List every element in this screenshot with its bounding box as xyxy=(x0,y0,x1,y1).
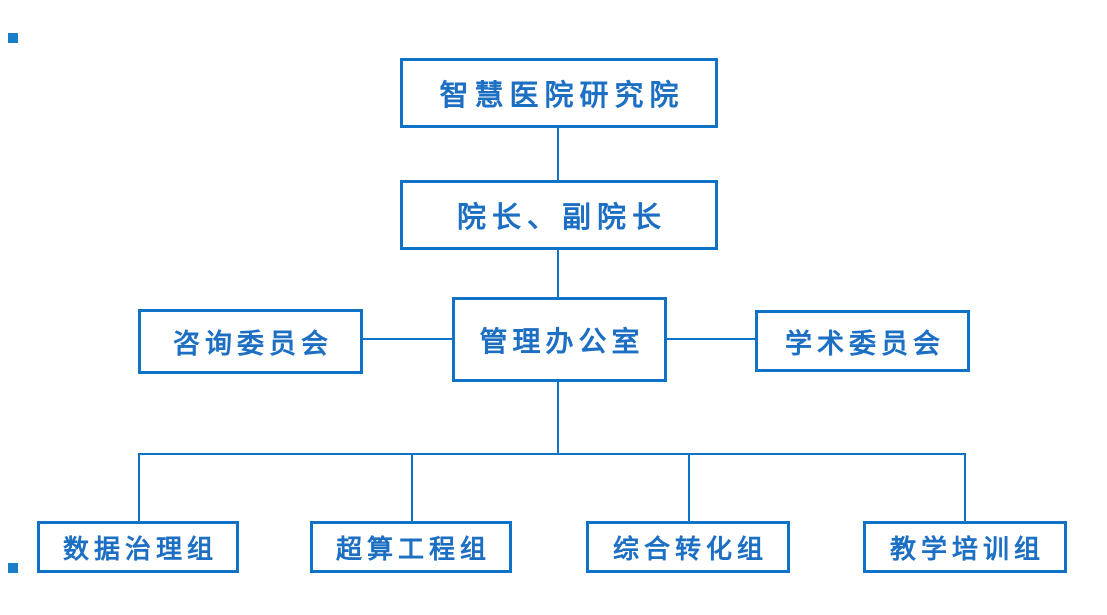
connector-office-to-academic xyxy=(667,338,755,340)
node-leadership-label: 院长、副院长 xyxy=(456,200,667,234)
node-group-label: 教学培训组 xyxy=(889,534,1045,565)
node-group-teaching: 教学培训组 xyxy=(863,521,1067,573)
node-group-label: 综合转化组 xyxy=(612,534,768,565)
connector-drop-data-governance xyxy=(138,453,140,521)
connector-drop-teaching xyxy=(964,453,966,521)
decoration-square-bottom-left xyxy=(8,563,18,573)
node-leadership: 院长、副院长 xyxy=(400,180,718,250)
node-academic-label: 学术委员会 xyxy=(785,328,945,360)
node-root-label: 智慧医院研究院 xyxy=(439,78,685,112)
node-group-label: 数据治理组 xyxy=(62,534,218,565)
node-group-supercomputing: 超算工程组 xyxy=(310,521,512,573)
connector-leadership-to-office xyxy=(557,250,559,297)
node-group-transformation: 综合转化组 xyxy=(586,521,790,573)
decoration-square-top-left xyxy=(8,33,18,43)
connector-bus-horizontal xyxy=(138,453,966,455)
connector-advisory-to-office xyxy=(363,338,452,340)
node-advisory-committee: 咨询委员会 xyxy=(138,309,363,374)
node-academic-committee: 学术委员会 xyxy=(755,310,970,372)
connector-drop-supercomputing xyxy=(411,453,413,521)
node-group-label: 超算工程组 xyxy=(335,534,491,565)
node-group-data-governance: 数据治理组 xyxy=(37,521,239,573)
connector-root-to-leadership xyxy=(557,128,559,180)
node-advisory-label: 咨询委员会 xyxy=(173,329,333,360)
connector-drop-transformation xyxy=(688,453,690,521)
node-management-office: 管理办公室 xyxy=(452,297,667,382)
node-root-institute: 智慧医院研究院 xyxy=(400,58,718,128)
connector-office-to-bus xyxy=(557,382,559,453)
node-office-label: 管理办公室 xyxy=(479,324,645,358)
